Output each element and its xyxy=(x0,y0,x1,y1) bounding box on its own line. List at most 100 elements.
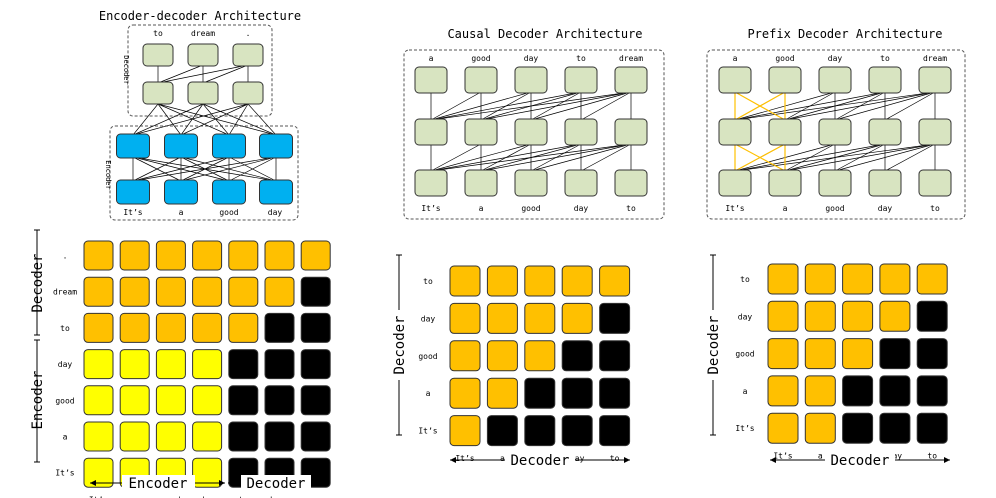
matrix-col-label: a xyxy=(818,452,823,461)
causal-node xyxy=(564,169,598,197)
matrix-row-label: day xyxy=(421,314,436,323)
encoder-node xyxy=(116,133,150,159)
causal-node xyxy=(514,169,548,197)
prefix-edge xyxy=(784,143,836,172)
causal-edge xyxy=(530,91,582,121)
attention-cell xyxy=(599,377,631,409)
prefix-edge xyxy=(784,91,836,121)
attention-cell xyxy=(842,412,874,444)
matrix-row-label: . xyxy=(63,252,68,261)
causal-x-label: Decoder xyxy=(510,453,569,469)
attention-cell xyxy=(119,240,150,271)
encoder-node xyxy=(259,133,293,159)
attention-cell xyxy=(119,385,150,416)
causal-node xyxy=(414,169,448,197)
encoder-node xyxy=(164,179,198,205)
attention-cell xyxy=(300,421,331,452)
attention-cell xyxy=(300,349,331,380)
cross-edge xyxy=(132,103,249,136)
attention-cell xyxy=(561,302,593,334)
attention-cell xyxy=(842,338,874,370)
attention-cell xyxy=(879,412,911,444)
matrix-col-label: a xyxy=(500,454,505,463)
matrix-col-label: to xyxy=(927,452,937,461)
attention-cell xyxy=(264,421,295,452)
causal-node xyxy=(614,169,648,197)
causal-out-day: day xyxy=(524,54,539,63)
cross-edge xyxy=(228,103,249,136)
ed-token-a: a xyxy=(179,208,184,217)
encoder-edge xyxy=(132,156,277,182)
attention-cell xyxy=(561,265,593,297)
attention-cell xyxy=(599,265,631,297)
attention-cell xyxy=(916,263,948,295)
encoder-edge xyxy=(132,156,230,182)
attention-cell xyxy=(804,300,836,332)
decoder-node xyxy=(142,43,174,67)
attention-cell xyxy=(879,300,911,332)
attention-cell xyxy=(561,415,593,447)
decoder-edge xyxy=(157,64,204,84)
attention-cell xyxy=(561,340,593,372)
cross-edge xyxy=(180,103,204,136)
prefix-node xyxy=(718,118,752,146)
causal-node xyxy=(564,118,598,146)
attention-cell xyxy=(300,276,331,307)
prefix-out-to: to xyxy=(880,54,890,63)
attention-cell xyxy=(561,377,593,409)
prefix-decoder-title: Prefix Decoder Architecture xyxy=(747,27,942,41)
prefix-node xyxy=(718,169,752,197)
decoder-node xyxy=(187,81,219,105)
decoder-side-label: Decoder xyxy=(122,55,130,85)
causal-input-tokens: It’s a good day to xyxy=(421,204,636,213)
attention-cell xyxy=(228,276,259,307)
matrix-row-label: day xyxy=(58,360,73,369)
attention-cell xyxy=(228,349,259,380)
attention-cell xyxy=(192,240,223,271)
attention-cell xyxy=(767,375,799,407)
decoder-node xyxy=(142,81,174,105)
attention-cell xyxy=(155,276,186,307)
cross-edge xyxy=(157,103,230,136)
ed-token-its: It’s xyxy=(123,208,142,217)
attention-cell xyxy=(486,265,518,297)
matrix-col-label: It’s xyxy=(89,495,108,498)
prefix-node xyxy=(768,169,802,197)
attention-cell xyxy=(192,349,223,380)
decoder-node xyxy=(232,43,264,67)
attention-cell xyxy=(264,276,295,307)
attention-cell xyxy=(486,302,518,334)
prefix-edge xyxy=(884,143,936,172)
matrix-row-label: to xyxy=(423,277,433,286)
cross-edge xyxy=(202,103,277,136)
cross-edge xyxy=(247,103,277,136)
causal-node xyxy=(464,118,498,146)
attention-cell xyxy=(767,412,799,444)
causal-out-dream: dream xyxy=(619,54,643,63)
attention-cell xyxy=(599,302,631,334)
matrix-row-label: a xyxy=(63,433,68,442)
attention-cell xyxy=(804,263,836,295)
decoder-node xyxy=(187,43,219,67)
attention-cell xyxy=(842,263,874,295)
causal-edge xyxy=(480,91,532,121)
encoder-node xyxy=(212,179,246,205)
attention-cell xyxy=(524,377,556,409)
matrix-row-label: dream xyxy=(53,288,77,297)
ed-x-label-encoder: Encoder xyxy=(128,476,187,492)
encoder-node xyxy=(116,179,150,205)
prefix-node xyxy=(868,66,902,94)
attention-cell xyxy=(228,421,259,452)
prefix-out-day: day xyxy=(828,54,843,63)
ed-decoder-tokens: to dream . xyxy=(153,29,250,38)
attention-cell xyxy=(264,349,295,380)
causal-out-a: a xyxy=(429,54,434,63)
attention-cell xyxy=(228,240,259,271)
attention-cell xyxy=(264,312,295,343)
attention-cell xyxy=(83,276,114,307)
attention-cell xyxy=(264,385,295,416)
attention-cell xyxy=(300,312,331,343)
causal-node xyxy=(464,66,498,94)
